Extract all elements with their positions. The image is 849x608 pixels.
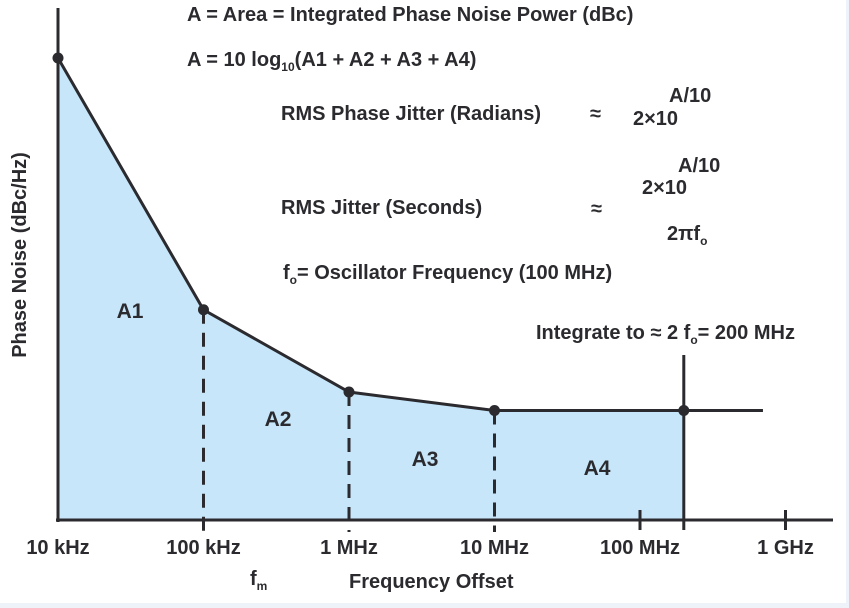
area-formula-prefix: A = 10 log [187, 49, 282, 71]
y-axis-label: Phase Noise (dBc/Hz) [9, 152, 31, 358]
sqrt-exponent-2: A/10 [678, 155, 721, 177]
fm-letter: f [250, 568, 257, 590]
integrate-prefix: Integrate to ≈ 2 f [536, 322, 691, 344]
x-tick-label: 10 MHz [460, 537, 529, 559]
x-tick-label: 10 kHz [26, 537, 89, 559]
data-point [343, 386, 355, 398]
region-label-a3: A3 [412, 448, 439, 471]
integration-limit-label: Integrate to ≈ 2 fo= 200 MHz [536, 322, 795, 347]
oscillator-frequency-definition: fo= Oscillator Frequency (100 MHz) [283, 262, 613, 287]
integrate-suffix: = 200 MHz [697, 322, 795, 344]
fo-symbol: f [283, 262, 290, 284]
fm-subscript: m [256, 579, 268, 593]
data-point [489, 405, 500, 417]
data-point [678, 405, 690, 417]
fm-symbol: fm [250, 568, 268, 593]
data-point [198, 304, 209, 316]
region-label-a4: A4 [584, 457, 611, 480]
rms-jitter-label: RMS Jitter (Seconds) [281, 197, 483, 219]
rms-phase-jitter-label: RMS Phase Jitter (Radians) [281, 103, 542, 125]
x-tick-label: 100 MHz [600, 537, 680, 559]
x-axis-label: Frequency Offset [349, 571, 514, 593]
area-definition: A = Area = Integrated Phase Noise Power … [187, 4, 634, 26]
data-point [52, 52, 64, 64]
denominator: 2πfo [667, 223, 708, 248]
approx-symbol-2: ≈ [591, 198, 602, 220]
approx-symbol-1: ≈ [590, 103, 601, 125]
sqrt-exponent-1: A/10 [669, 85, 712, 107]
sqrt-base-1: 2×10 [633, 108, 679, 130]
denominator-text: 2πf [667, 223, 701, 245]
area-formula-suffix: (A1 + A2 + A3 + A4) [294, 49, 477, 71]
fo-subscript: o [289, 273, 298, 287]
fo-definition: = Oscillator Frequency (100 MHz) [297, 262, 613, 284]
integrate-subscript: o [690, 333, 698, 347]
x-tick-label: 100 kHz [166, 537, 241, 559]
region-label-a1: A1 [117, 300, 144, 323]
integrated-area [58, 58, 684, 520]
sqrt-base-2: 2×10 [642, 177, 688, 199]
x-tick-label: 1 GHz [757, 537, 814, 559]
x-tick-label: 1 MHz [320, 537, 378, 559]
region-label-a2: A2 [265, 408, 292, 431]
denominator-subscript: o [700, 234, 708, 248]
log-base: 10 [281, 60, 295, 74]
phase-noise-curve [56, 57, 763, 413]
area-formula: A = 10 log10(A1 + A2 + A3 + A4) [187, 49, 477, 74]
